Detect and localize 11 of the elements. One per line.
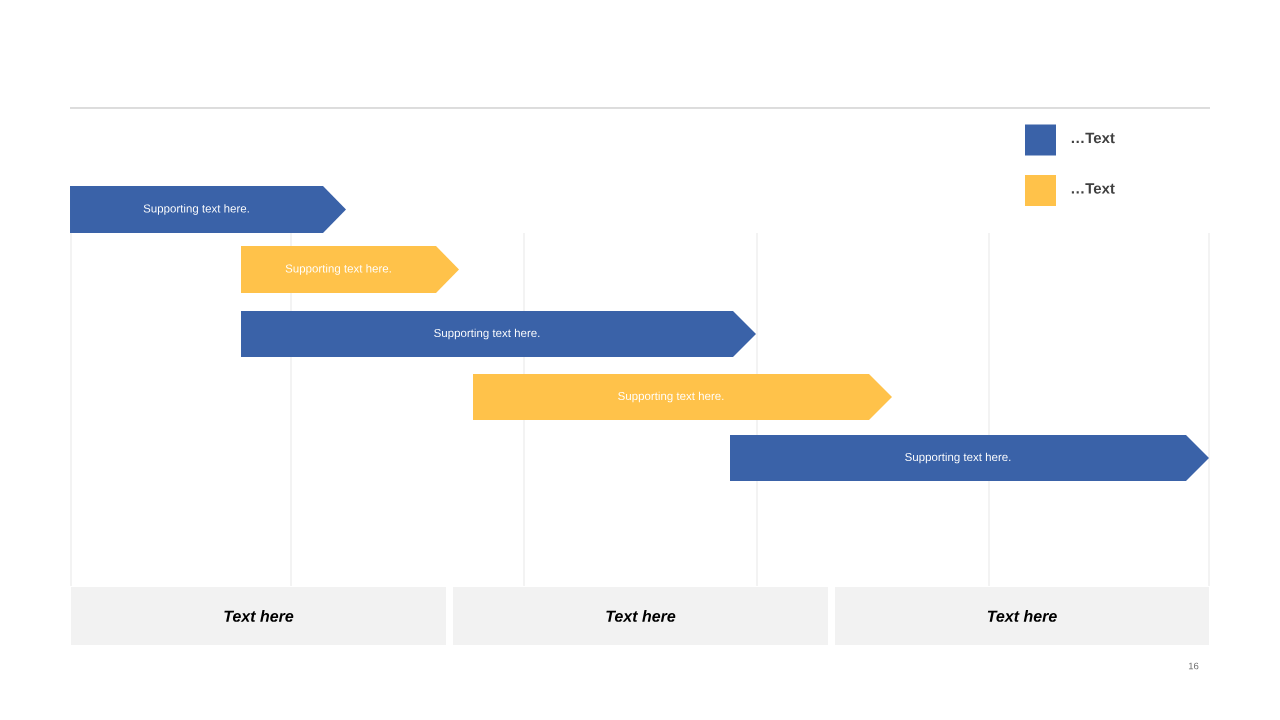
arrow-bar: Supporting text here.	[241, 311, 756, 357]
arrow-bar: Supporting text here.	[730, 435, 1209, 481]
arrow-bar: Supporting text here.	[70, 186, 346, 233]
category-box: Text here	[835, 587, 1209, 645]
arrow-bar: Supporting text here.	[241, 246, 459, 293]
page-number: 16	[1188, 662, 1199, 670]
category-box: Text here	[453, 587, 828, 645]
category-box: Text here	[71, 587, 446, 645]
arrow-bar: Supporting text here.	[473, 374, 892, 420]
legend-label: …Text	[1071, 183, 1115, 194]
legend-label: …Text	[1071, 132, 1115, 144]
